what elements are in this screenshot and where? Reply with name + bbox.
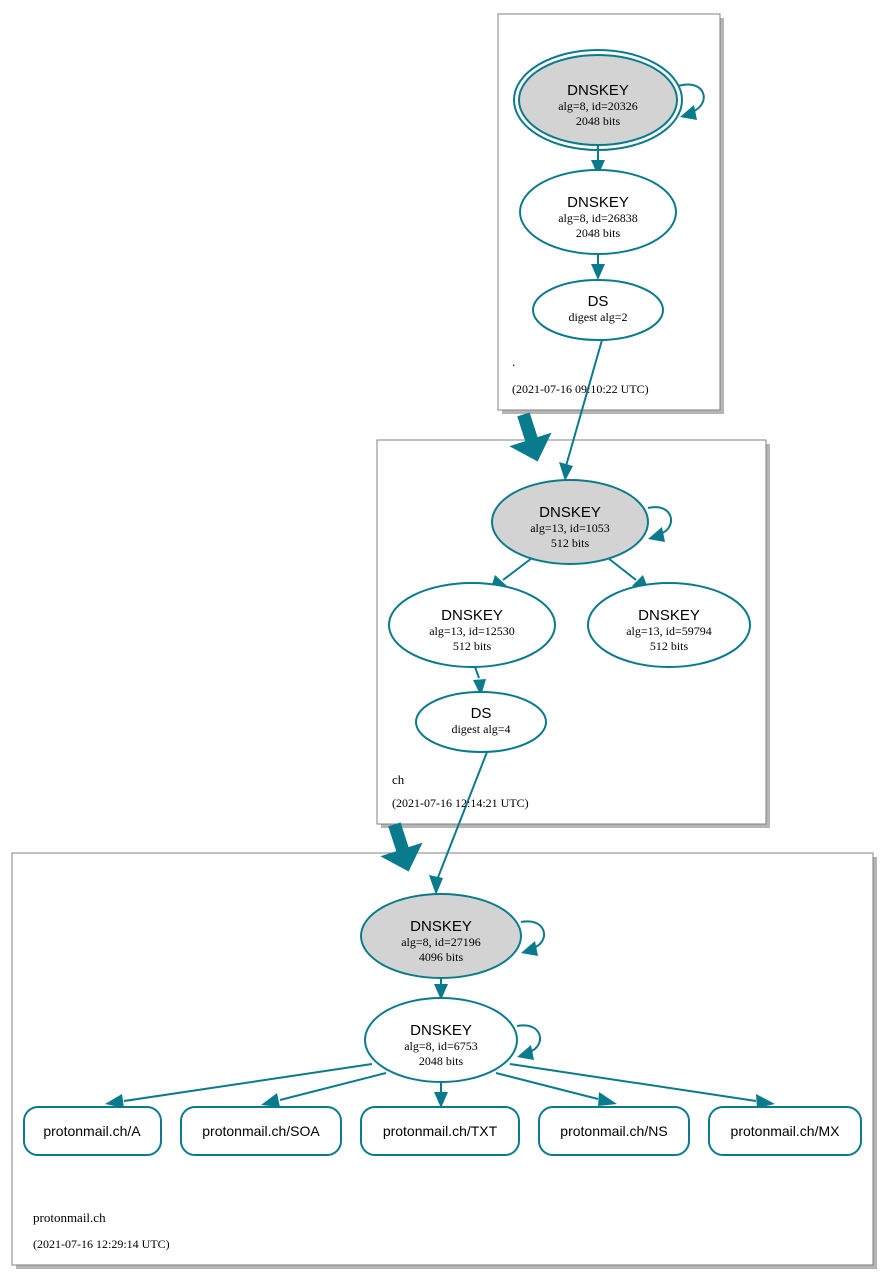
node-ch-ksk-line3: 512 bits: [551, 536, 590, 550]
node-root-ksk-ellipse: [518, 54, 678, 146]
rrset-soa-label: protonmail.ch/SOA: [202, 1123, 320, 1139]
node-ch-zsk-59794-line3: 512 bits: [650, 639, 689, 653]
trust-anchor-outer-ring: [513, 49, 683, 151]
rrset-a-label: protonmail.ch/A: [43, 1123, 141, 1139]
node-pm-ksk-line2: alg=8, id=27196: [401, 935, 481, 949]
node-ch-zsk-12530-line3: 512 bits: [453, 639, 492, 653]
node-ch-ksk[interactable]: DNSKEY alg=13, id=1053 512 bits: [491, 479, 649, 565]
node-root-ksk[interactable]: DNSKEY alg=8, id=20326 2048 bits: [513, 49, 683, 151]
edge-ch-ds-to-pm-ksk: [429, 751, 488, 895]
node-ch-zsk-12530[interactable]: DNSKEY alg=13, id=12530 512 bits: [388, 582, 556, 668]
node-root-ds-ellipse: [532, 279, 664, 341]
zone-label-ch-name: ch: [392, 772, 405, 787]
node-pm-zsk-ellipse: [364, 997, 518, 1083]
node-ch-ds[interactable]: DS digest alg=4: [415, 691, 547, 753]
node-pm-ksk-title: DNSKEY: [410, 918, 472, 935]
node-root-ds[interactable]: DS digest alg=2: [532, 279, 664, 341]
node-pm-zsk-line3: 2048 bits: [419, 1054, 464, 1068]
rrset-node-soa[interactable]: protonmail.ch/SOA: [180, 1106, 342, 1156]
node-ch-zsk-59794-title: DNSKEY: [638, 607, 700, 624]
zone-label-root-name: .: [512, 354, 515, 369]
rrset-ns-label: protonmail.ch/NS: [560, 1123, 667, 1139]
rrset-node-a[interactable]: protonmail.ch/A: [23, 1106, 162, 1156]
edge-pm-zsk-to-rr-a: [105, 1063, 373, 1108]
node-root-ds-title: DS: [588, 293, 609, 310]
node-ch-ksk-title: DNSKEY: [539, 504, 601, 521]
node-pm-zsk-title: DNSKEY: [410, 1022, 472, 1039]
zone-label-root-timestamp: (2021-07-16 09:10:22 UTC): [512, 382, 649, 396]
rrset-txt-rect: [360, 1106, 520, 1156]
edge-pm-zsk-to-rr-ns: [495, 1072, 617, 1106]
node-ch-zsk-12530-ellipse: [388, 582, 556, 668]
node-root-ksk-line3: 2048 bits: [576, 114, 621, 128]
node-ch-ds-line2: digest alg=4: [451, 722, 510, 736]
node-ch-ds-ellipse: [415, 691, 547, 753]
node-pm-ksk-ellipse: [360, 893, 522, 979]
edge-ch-ksk-self-sign: [647, 506, 672, 542]
edge-pm-ksk-self-sign: [520, 920, 545, 956]
edge-pm-zsk-to-rr-soa: [261, 1072, 387, 1107]
edge-root-ds-to-ch-ksk: [559, 339, 603, 481]
node-root-zsk-ellipse: [519, 169, 677, 255]
node-ch-ksk-line2: alg=13, id=1053: [530, 521, 610, 535]
edge-root-zsk-to-root-ds: [591, 254, 605, 280]
rrset-node-ns[interactable]: protonmail.ch/NS: [538, 1106, 690, 1156]
node-root-ksk-title: DNSKEY: [567, 82, 629, 99]
rrset-mx-label: protonmail.ch/MX: [731, 1123, 841, 1139]
node-pm-ksk-line3: 4096 bits: [419, 950, 464, 964]
node-root-ksk-line2: alg=8, id=20326: [558, 99, 638, 113]
edge-root-ksk-to-root-zsk: [591, 146, 605, 176]
node-root-zsk-title: DNSKEY: [567, 194, 629, 211]
rrset-soa-rect: [180, 1106, 342, 1156]
node-root-zsk-line3: 2048 bits: [576, 226, 621, 240]
node-ch-zsk-59794-line2: alg=13, id=59794: [626, 624, 712, 638]
edge-delegation-ch-to-protonmail: [380, 822, 423, 872]
node-pm-zsk-line2: alg=8, id=6753: [404, 1039, 478, 1053]
zone-label-protonmail-name: protonmail.ch: [33, 1210, 106, 1225]
edge-delegation-root-to-ch: [509, 412, 552, 462]
node-ch-zsk-59794[interactable]: DNSKEY alg=13, id=59794 512 bits: [587, 582, 751, 668]
node-root-ds-line2: digest alg=2: [568, 310, 627, 324]
rrset-a-rect: [23, 1106, 162, 1156]
node-ch-ds-title: DS: [471, 705, 492, 722]
rrset-ns-rect: [538, 1106, 690, 1156]
node-pm-zsk[interactable]: DNSKEY alg=8, id=6753 2048 bits: [364, 997, 518, 1083]
rrset-mx-rect: [708, 1106, 862, 1156]
edge-pm-zsk-to-rr-txt: [434, 1082, 448, 1108]
edge-pm-zsk-to-rr-mx: [509, 1063, 775, 1108]
node-ch-zsk-59794-ellipse: [587, 582, 751, 668]
edge-root-ksk-self-sign: [677, 83, 705, 120]
rrset-txt-label: protonmail.ch/TXT: [383, 1123, 498, 1139]
node-ch-zsk-12530-title: DNSKEY: [441, 607, 503, 624]
node-ch-zsk-12530-line2: alg=13, id=12530: [429, 624, 515, 638]
edge-pm-zsk-self-sign: [516, 1024, 541, 1060]
node-root-zsk-line2: alg=8, id=26838: [558, 211, 638, 225]
node-ch-ksk-ellipse: [491, 479, 649, 565]
edge-ch-zsk-12530-to-ch-ds: [473, 666, 486, 696]
zone-label-protonmail-timestamp: (2021-07-16 12:29:14 UTC): [33, 1237, 170, 1251]
rrset-node-mx[interactable]: protonmail.ch/MX: [708, 1106, 862, 1156]
node-root-zsk[interactable]: DNSKEY alg=8, id=26838 2048 bits: [519, 169, 677, 255]
node-pm-ksk[interactable]: DNSKEY alg=8, id=27196 4096 bits: [360, 893, 522, 979]
rrset-node-txt[interactable]: protonmail.ch/TXT: [360, 1106, 520, 1156]
zone-label-ch-timestamp: (2021-07-16 12:14:21 UTC): [392, 796, 529, 810]
